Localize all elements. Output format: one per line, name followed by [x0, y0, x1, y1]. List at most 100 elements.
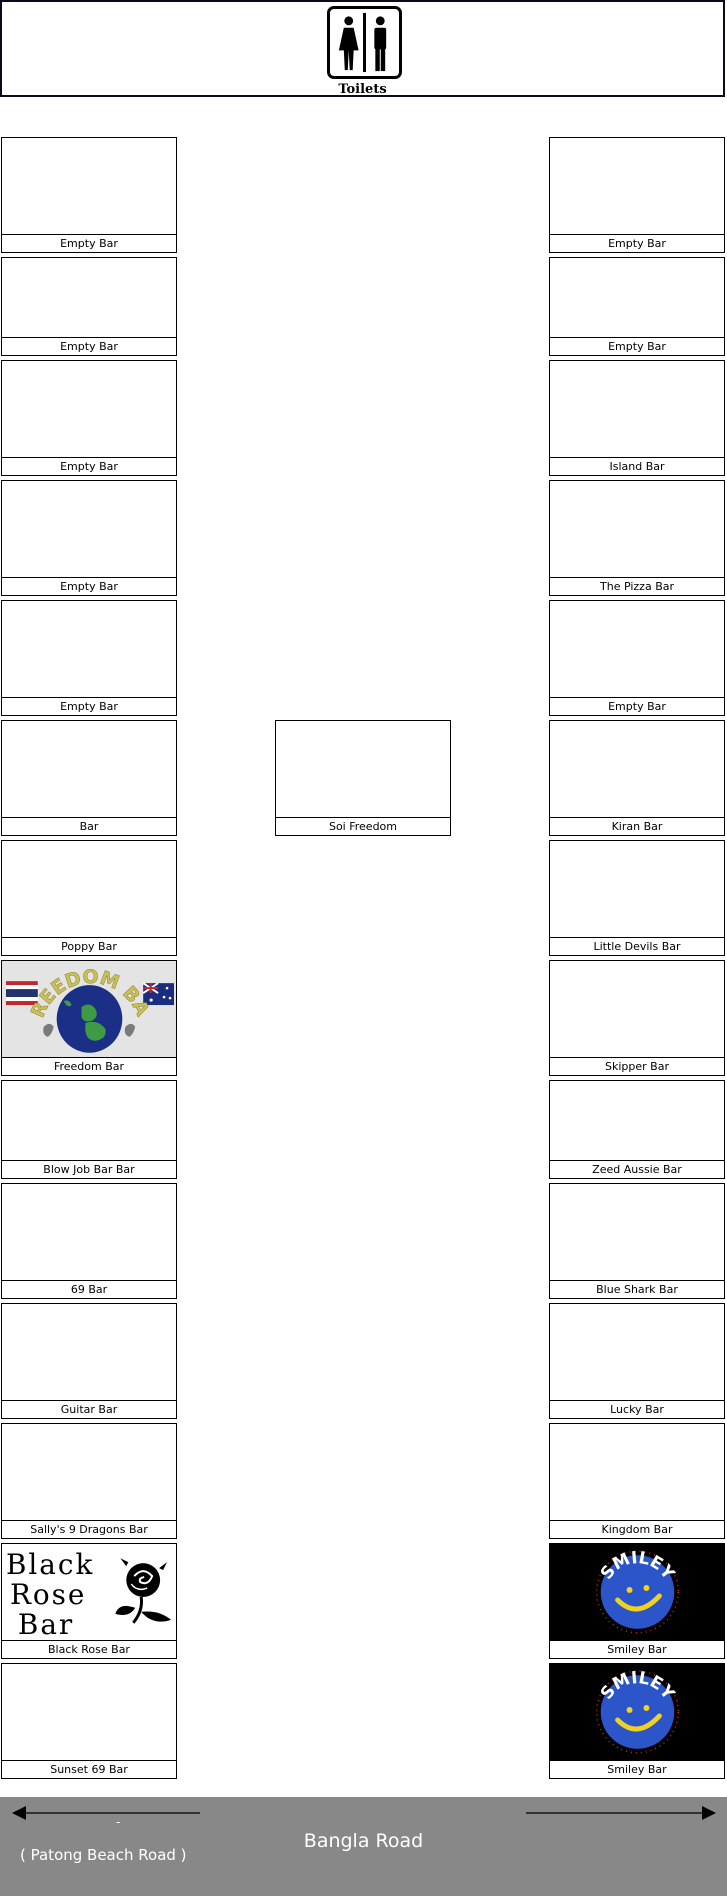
bar-label[interactable]: Skipper Bar: [605, 1060, 669, 1073]
bar-label[interactable]: Kiran Bar: [611, 820, 663, 833]
bar-right-8[interactable]: Skipper Bar: [549, 960, 725, 1076]
soi-freedom-label[interactable]: Soi Freedom: [328, 820, 398, 833]
freedom-bar-logo-image: FREEDOM BAR: [2, 961, 175, 1053]
bar-left-11[interactable]: Guitar Bar: [1, 1303, 177, 1419]
bar-thumbnail[interactable]: [550, 361, 724, 458]
bar-label[interactable]: Guitar Bar: [60, 1403, 118, 1416]
bar-right-12[interactable]: Kingdom Bar: [549, 1423, 725, 1539]
bar-right-2[interactable]: Empty Bar: [549, 257, 725, 356]
bar-label[interactable]: Sally's 9 Dragons Bar: [30, 1523, 148, 1536]
soi-freedom-thumbnail[interactable]: [276, 721, 450, 818]
bar-right-3[interactable]: Island Bar: [549, 360, 725, 476]
bar-label[interactable]: Empty Bar: [608, 700, 666, 713]
bar-label[interactable]: Smiley Bar: [607, 1763, 667, 1776]
bar-right-4[interactable]: The Pizza Bar: [549, 480, 725, 596]
bar-right-6[interactable]: Kiran Bar: [549, 720, 725, 836]
thai-flag-icon: [5, 981, 38, 1006]
bar-left-8[interactable]: FREEDOM BAR Freedom Bar: [1, 960, 177, 1076]
bar-left-1[interactable]: Empty Bar: [1, 137, 177, 253]
bar-label[interactable]: Blow Job Bar Bar: [43, 1163, 135, 1176]
bar-thumbnail[interactable]: [550, 1184, 724, 1281]
arrow-right-icon: [526, 1803, 716, 1823]
bar-label[interactable]: Empty Bar: [608, 237, 666, 250]
bar-left-10[interactable]: 69 Bar: [1, 1183, 177, 1299]
bar-label[interactable]: Empty Bar: [60, 580, 118, 593]
bar-thumbnail[interactable]: [2, 1304, 176, 1401]
bar-thumbnail[interactable]: [2, 841, 176, 938]
bar-label[interactable]: Freedom Bar: [53, 1060, 125, 1073]
bar-right-14[interactable]: SMILEY Smiley Bar: [549, 1663, 725, 1779]
bar-thumbnail[interactable]: [2, 721, 176, 818]
bar-left-7[interactable]: Poppy Bar: [1, 840, 177, 956]
bar-thumbnail[interactable]: [550, 961, 724, 1058]
bar-right-9[interactable]: Zeed Aussie Bar: [549, 1080, 725, 1179]
bar-label[interactable]: Empty Bar: [60, 460, 118, 473]
bar-thumbnail[interactable]: [550, 258, 724, 338]
bar-label[interactable]: Smiley Bar: [607, 1643, 667, 1656]
bar-thumbnail[interactable]: [550, 138, 724, 235]
bar-label[interactable]: Blue Shark Bar: [596, 1283, 678, 1296]
bar-right-11[interactable]: Lucky Bar: [549, 1303, 725, 1419]
bar-thumbnail[interactable]: [2, 361, 176, 458]
bar-right-13[interactable]: SMILEY Smiley Bar: [549, 1543, 725, 1659]
soi-freedom-block[interactable]: Soi Freedom: [275, 720, 451, 836]
bar-label[interactable]: Zeed Aussie Bar: [592, 1163, 682, 1176]
bar-thumbnail[interactable]: [2, 1184, 176, 1281]
bar-label[interactable]: Empty Bar: [60, 700, 118, 713]
bar-left-6[interactable]: Bar: [1, 720, 177, 836]
freedom-bar-logo[interactable]: FREEDOM BAR: [2, 961, 176, 1058]
bar-thumbnail[interactable]: [2, 138, 176, 235]
smiley-face-icon: [600, 1555, 675, 1629]
bar-left-9[interactable]: Blow Job Bar Bar: [1, 1080, 177, 1179]
bar-label[interactable]: Empty Bar: [608, 340, 666, 353]
toilet-sign-icon: [327, 6, 402, 79]
bar-label[interactable]: Little Devils Bar: [593, 940, 681, 953]
bar-left-3[interactable]: Empty Bar: [1, 360, 177, 476]
smiley-bar-logo[interactable]: SMILEY: [550, 1544, 724, 1641]
bar-thumbnail[interactable]: [550, 721, 724, 818]
bar-left-14[interactable]: Sunset 69 Bar: [1, 1663, 177, 1779]
bar-thumbnail[interactable]: [550, 1424, 724, 1521]
bar-label[interactable]: Empty Bar: [60, 237, 118, 250]
bar-thumbnail[interactable]: [2, 1081, 176, 1161]
bar-left-13[interactable]: Black Rose Bar Black Rose Bar: [1, 1543, 177, 1659]
bar-label[interactable]: Island Bar: [609, 460, 665, 473]
bar-label[interactable]: Empty Bar: [60, 340, 118, 353]
bar-label[interactable]: Sunset 69 Bar: [50, 1763, 128, 1776]
bar-label[interactable]: Bar: [79, 820, 99, 833]
rose-icon: [115, 1558, 172, 1624]
bar-thumbnail[interactable]: [550, 1304, 724, 1401]
bar-thumbnail[interactable]: [550, 481, 724, 578]
bar-thumbnail[interactable]: [550, 601, 724, 698]
bar-label[interactable]: Kingdom Bar: [601, 1523, 673, 1536]
bar-left-4[interactable]: Empty Bar: [1, 480, 177, 596]
black-rose-bar-logo[interactable]: Black Rose Bar: [2, 1544, 176, 1641]
bar-right-7[interactable]: Little Devils Bar: [549, 840, 725, 956]
bar-label[interactable]: The Pizza Bar: [600, 580, 674, 593]
svg-text:Rose: Rose: [10, 1578, 86, 1611]
bar-thumbnail[interactable]: [2, 1424, 176, 1521]
bangla-road: - ( Patong Beach Road ) Bangla Road: [0, 1797, 727, 1896]
bar-left-5[interactable]: Empty Bar: [1, 600, 177, 716]
toilets-label: Toilets: [338, 82, 387, 97]
arrow-left-icon: [12, 1803, 202, 1823]
bar-thumbnail[interactable]: [2, 258, 176, 338]
bar-left-12[interactable]: Sally's 9 Dragons Bar: [1, 1423, 177, 1539]
bar-label[interactable]: Lucky Bar: [610, 1403, 664, 1416]
bar-thumbnail[interactable]: [550, 1081, 724, 1161]
svg-text:Bar: Bar: [18, 1608, 74, 1640]
bar-label[interactable]: Poppy Bar: [61, 940, 117, 953]
smiley-bar-logo[interactable]: SMILEY: [550, 1664, 724, 1761]
bar-right-10[interactable]: Blue Shark Bar: [549, 1183, 725, 1299]
bar-left-2[interactable]: Empty Bar: [1, 257, 177, 356]
bar-label[interactable]: 69 Bar: [70, 1283, 108, 1296]
bar-label[interactable]: Black Rose Bar: [48, 1643, 130, 1656]
bar-thumbnail[interactable]: [2, 481, 176, 578]
bar-right-1[interactable]: Empty Bar: [549, 137, 725, 253]
bar-thumbnail[interactable]: [2, 1664, 176, 1761]
toilets-block: Toilets: [0, 0, 725, 97]
bar-thumbnail[interactable]: [550, 841, 724, 938]
smiley-face-icon: [600, 1675, 675, 1749]
bar-thumbnail[interactable]: [2, 601, 176, 698]
bar-right-5[interactable]: Empty Bar: [549, 600, 725, 716]
